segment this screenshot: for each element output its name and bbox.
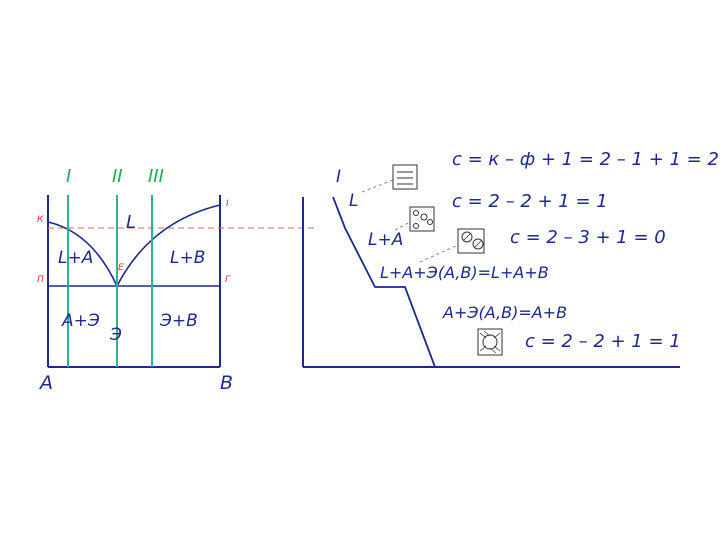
point-label-f: Г <box>225 275 231 285</box>
region-label-e-b: Э+B <box>159 311 198 331</box>
region-label-a-e: A+Э <box>61 311 100 331</box>
region-label-l: L <box>126 212 136 233</box>
leader-line-2 <box>395 222 410 230</box>
section-label-2: II <box>112 166 123 187</box>
three-phase-microstructure-icon <box>458 229 484 253</box>
equation-stage-3: c = 2 – 3 + 1 = 0 <box>510 227 666 248</box>
cooling-curve-label: I <box>336 167 341 187</box>
region-label-e: Э <box>109 325 122 345</box>
axis-label-a: A <box>38 372 53 394</box>
liquid-plus-a-microstructure-icon <box>410 207 434 231</box>
leader-line-1 <box>362 180 393 192</box>
equation-stage-1: c = к – ф + 1 = 2 – 1 + 1 = 2 <box>452 149 719 170</box>
cooling-curve-diagram: I L c = к – ф + 1 = 2 – 1 + 1 = 2 L+A c … <box>303 149 719 367</box>
section-label-3: III <box>148 166 164 187</box>
liquid-microstructure-icon <box>393 165 417 189</box>
solid-microstructure-icon <box>478 329 502 355</box>
axis-label-b: B <box>220 372 233 394</box>
section-label-1: I <box>66 166 71 187</box>
equation-stage-4: c = 2 – 2 + 1 = 1 <box>525 331 681 352</box>
phase-label-l-a: L+A <box>368 230 403 250</box>
point-label-p: П <box>37 275 44 285</box>
phase-label-l-a-e: L+A+Э(A,B)=L+A+B <box>380 263 549 282</box>
point-label-i-right: I <box>226 199 229 209</box>
leader-line-3 <box>420 245 458 262</box>
point-label-k: К <box>37 215 44 225</box>
region-label-l-a: L+A <box>58 248 93 268</box>
equation-stage-2: c = 2 – 2 + 1 = 1 <box>452 191 608 212</box>
phase-label-a-e: A+Э(A,B)=A+B <box>442 303 567 322</box>
left-phase-diagram: I II III К П Е Г I L L+A L+B A+Э Э+B Э A… <box>37 166 318 394</box>
point-label-e: Е <box>118 263 124 273</box>
region-label-l-b: L+B <box>170 248 205 268</box>
phase-label-l: L <box>349 191 358 211</box>
